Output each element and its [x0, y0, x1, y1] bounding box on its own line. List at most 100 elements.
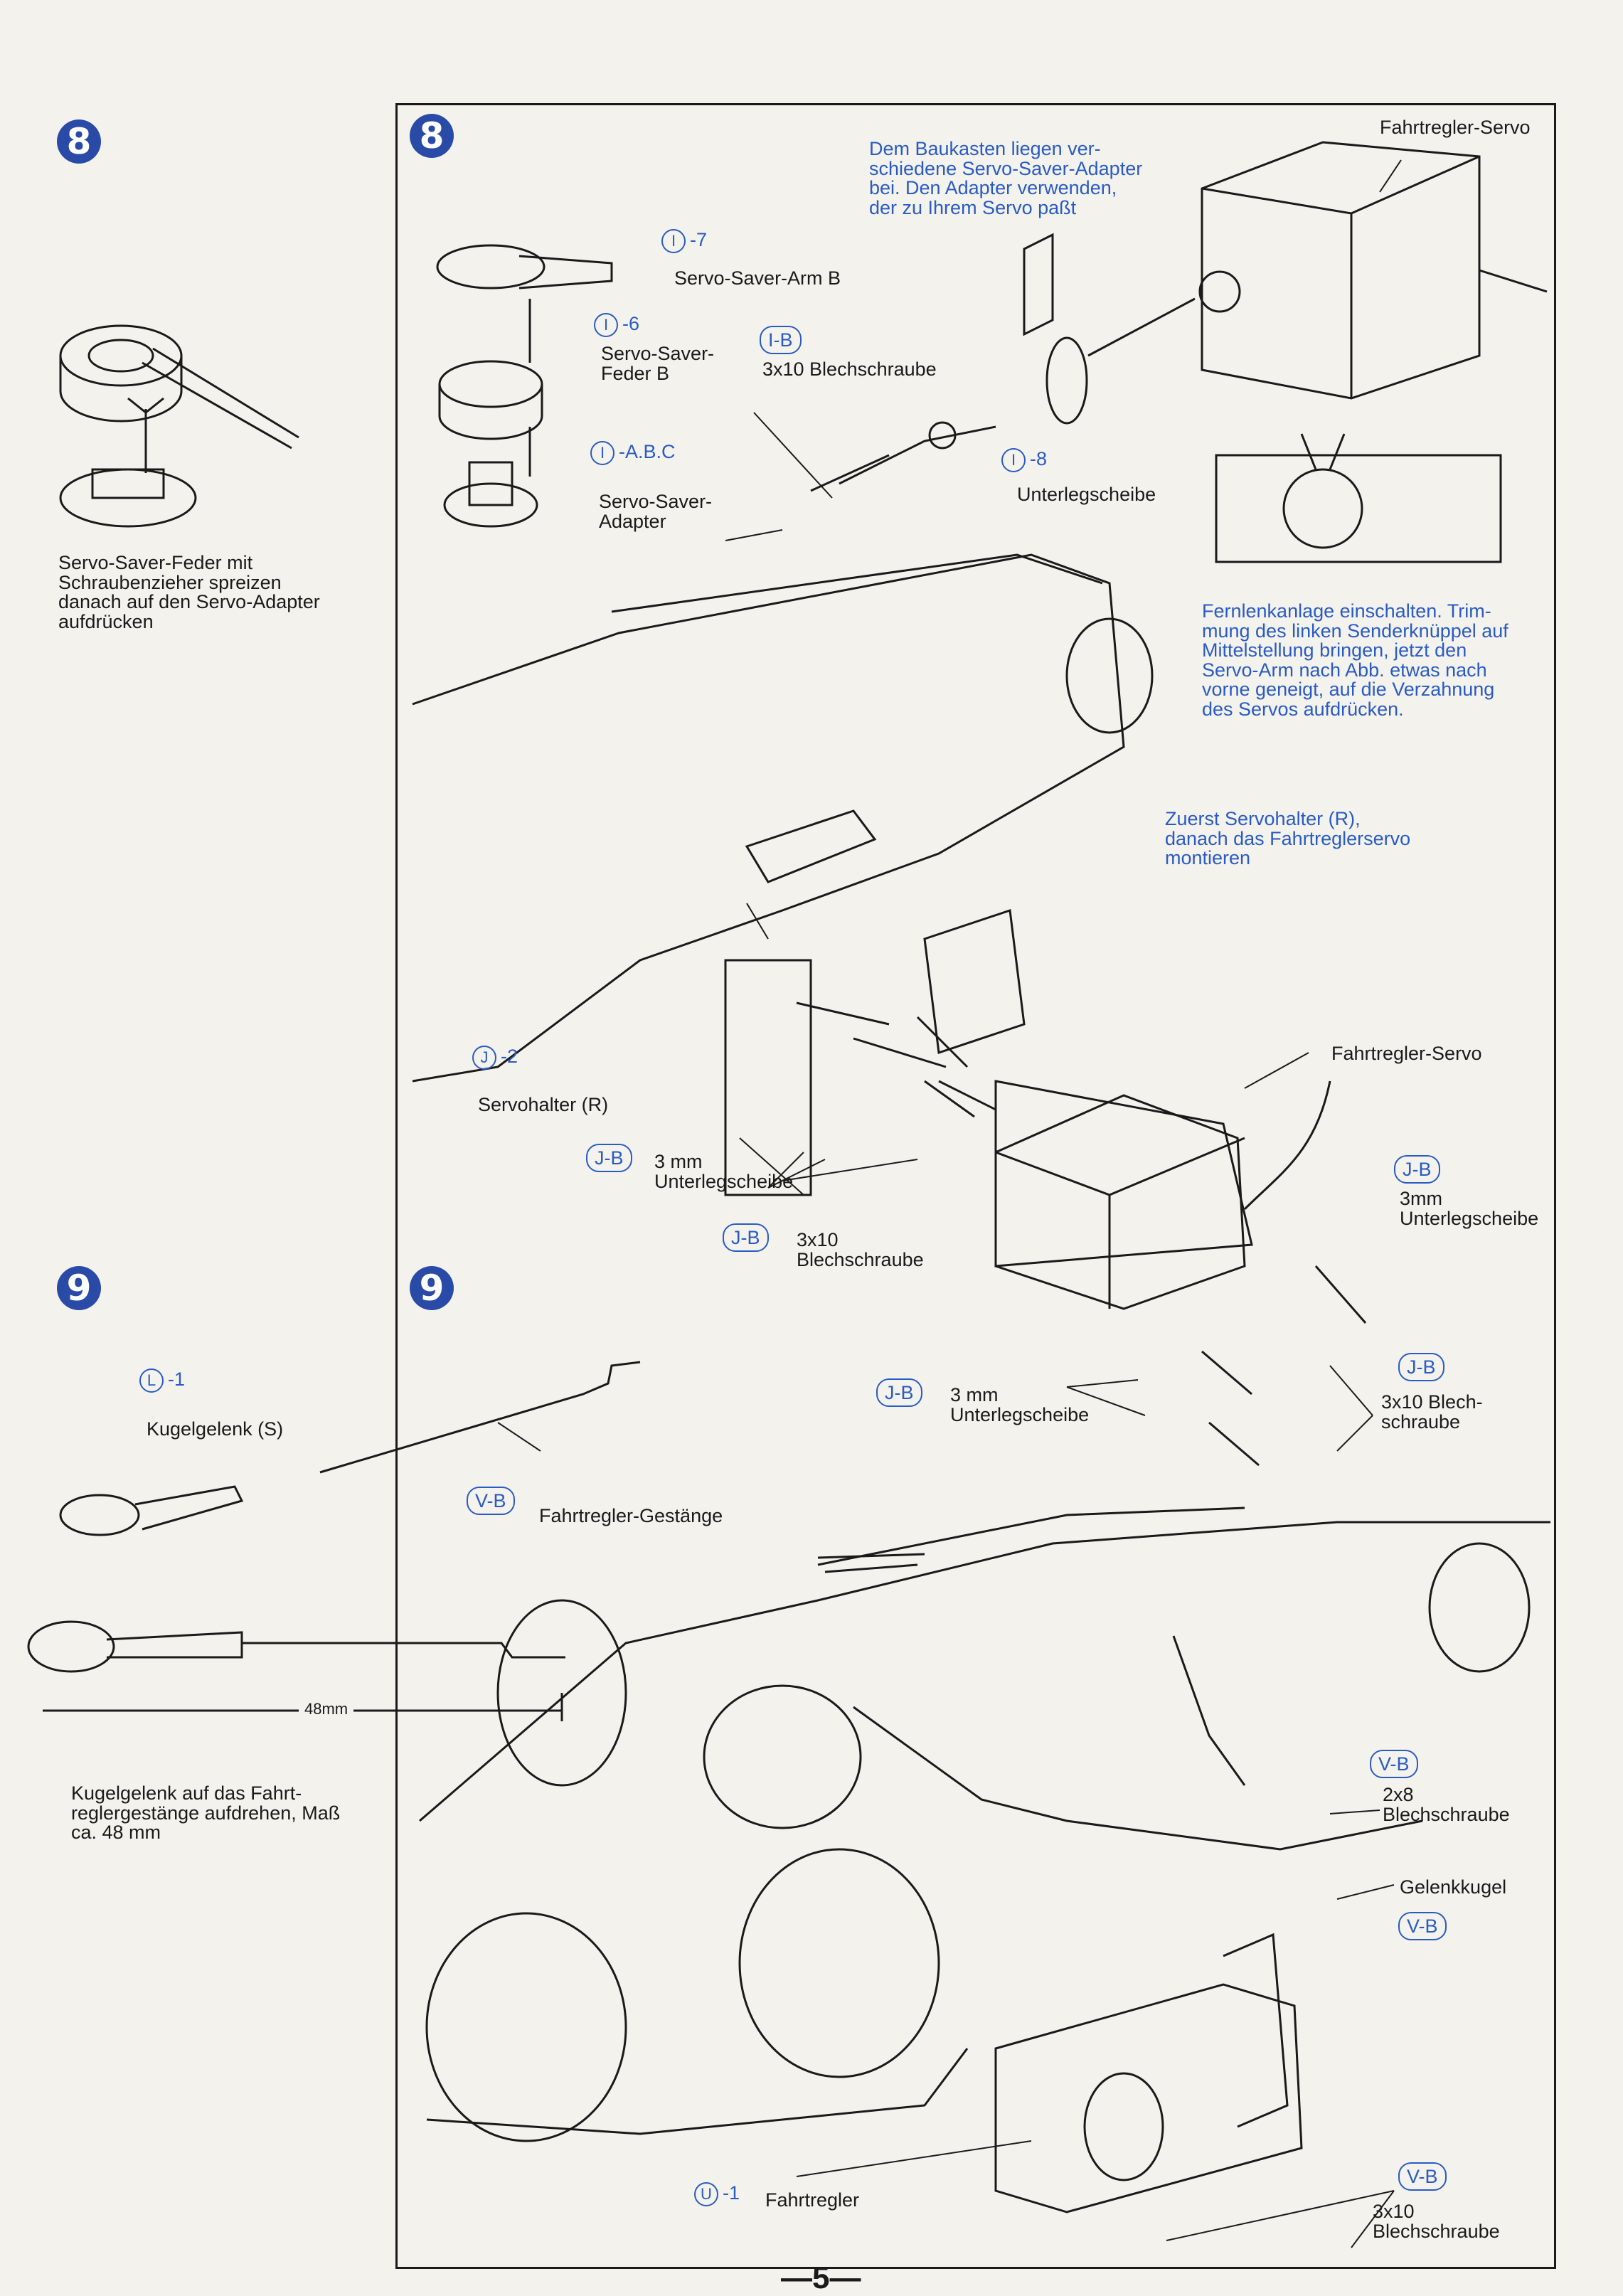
part-code-circle: I [1001, 448, 1026, 472]
chassis-step8 [412, 553, 1253, 1267]
part-num: -2 [501, 1046, 518, 1068]
label-line: Unterlegscheibe [654, 1170, 794, 1192]
note-line: der zu Ihrem Servo paßt [869, 196, 1077, 218]
code-vb1: V-B [1370, 1750, 1418, 1778]
note-line: Dem Baukasten liegen ver- [869, 138, 1101, 159]
part-code-circle: I [661, 229, 686, 253]
caption-line: Kugelgelenk auf das Fahrt- [71, 1782, 302, 1804]
label-jb5: 3x10 Blech- schraube [1381, 1391, 1483, 1433]
label-line: Feder B [601, 362, 670, 384]
label-line: Blechschraube [1383, 1803, 1510, 1825]
label-unterlegscheibe-i8: Unterlegscheibe [1017, 484, 1156, 505]
label-line: 2x8 [1383, 1784, 1414, 1805]
code-vb-linkage: V-B [467, 1487, 515, 1515]
code-jb1: J-B [586, 1144, 632, 1172]
caption-line: reglergestänge aufdrehen, Maß [71, 1802, 341, 1824]
caption-line: Servo-Saver-Feder mit [58, 552, 253, 573]
label-line: 3 mm [950, 1384, 999, 1405]
part-i7: I-7 [661, 229, 707, 253]
label-line: 3x10 [797, 1229, 839, 1250]
note-line: Mittelstellung bringen, jetzt den [1202, 639, 1467, 661]
code-vb2: V-B [1398, 1912, 1447, 1940]
note-line: montieren [1165, 847, 1251, 869]
note-line: schiedene Servo-Saver-Adapter [869, 157, 1143, 179]
servo-mid [994, 1080, 1331, 1310]
step9-badge-left: 9 [57, 1266, 101, 1310]
left8-caption: Servo-Saver-Feder mit Schraubenzieher sp… [58, 553, 320, 632]
code-vb3: V-B [1398, 2162, 1447, 2191]
step9-badge-main: 9 [410, 1266, 454, 1310]
spring-illustration [59, 324, 299, 528]
label-line: Blechschraube [1373, 2220, 1500, 2242]
step9-frame [395, 1369, 1556, 2269]
note-line: mung des linken Senderknüppel auf [1202, 620, 1508, 642]
part-num: -1 [723, 2182, 740, 2204]
note-line: des Servos aufdrücken. [1202, 698, 1404, 720]
caption-line: danach auf den Servo-Adapter [58, 591, 320, 613]
caption-line: ca. 48 mm [71, 1822, 161, 1844]
label-fahrtregler: Fahrtregler [765, 2189, 860, 2211]
label-line: 3x10 Blech- [1381, 1391, 1483, 1413]
label-fahrtregler-servo-mid: Fahrtregler-Servo [1331, 1043, 1482, 1064]
label-servo-saver-feder: Servo-Saver- Feder B [601, 344, 714, 383]
screws [810, 454, 1367, 1467]
label-line: Blechschraube [797, 1248, 924, 1270]
label-fahrtregler-gestaenge: Fahrtregler-Gestänge [539, 1505, 723, 1526]
label-jb1: 3 mm Unterlegscheibe [654, 1152, 793, 1191]
note-line: danach das Fahrtreglerservo [1165, 827, 1411, 849]
left9-caption: Kugelgelenk auf das Fahrt- reglergestäng… [71, 1782, 341, 1844]
label-jb4: 3 mm Unterlegscheibe [950, 1384, 1089, 1425]
part-l1: L-1 [139, 1368, 185, 1393]
part-u1: U-1 [694, 2182, 740, 2206]
part-num: -6 [622, 313, 640, 335]
label-vb3: 3x10 Blechschraube [1373, 2201, 1500, 2242]
note-line: Fernlenkanlage einschalten. Trim- [1202, 600, 1491, 622]
label-servohalter: Servohalter (R) [478, 1094, 609, 1115]
code-jb3: J-B [1394, 1155, 1440, 1184]
step8-badge-main: 8 [410, 114, 454, 158]
note-line: Servo-Arm nach Abb. etwas nach [1202, 659, 1487, 681]
part-j2: J-2 [472, 1046, 518, 1070]
measure-48mm: 48mm [299, 1701, 354, 1718]
part-num: -8 [1030, 448, 1048, 470]
label-line: schraube [1381, 1410, 1461, 1433]
label-jb3: 3mm Unterlegscheibe [1400, 1189, 1538, 1228]
part-num: -7 [690, 229, 708, 251]
servo-saver-detail [1215, 433, 1502, 563]
part-code-circle: I [590, 441, 614, 465]
caption-line: Schraubenzieher spreizen [58, 571, 282, 593]
label-line: Servo-Saver- [599, 491, 713, 512]
note-line: bei. Den Adapter verwenden, [869, 177, 1117, 199]
label-line: Unterlegscheibe [1400, 1207, 1539, 1229]
step8-left-edge [395, 103, 398, 1369]
label-line: 3x10 [1373, 2201, 1415, 2222]
label-line: 3 mm [654, 1151, 703, 1172]
part-code-circle: L [139, 1368, 164, 1393]
note-adapter: Dem Baukasten liegen ver- schiedene Serv… [869, 139, 1142, 218]
code-ib: I-B [760, 326, 802, 354]
linkage-illustration [27, 1361, 641, 1721]
servo-saver-parts [436, 244, 613, 528]
label-line: Adapter [599, 510, 666, 532]
note-line: vorne geneigt, auf die Verzahnung [1202, 679, 1495, 701]
part-i6: I-6 [594, 313, 639, 337]
label-servo-saver-arm: Servo-Saver-Arm B [674, 267, 841, 289]
label-gelenkkugel: Gelenkkugel [1400, 1876, 1507, 1898]
note-holder: Zuerst Servohalter (R), danach das Fahrt… [1165, 809, 1410, 868]
caption-line: aufdrücken [58, 610, 154, 632]
label-line: Servo-Saver- [601, 343, 715, 364]
chassis-step9 [419, 1506, 1550, 2213]
label-vb1: 2x8 Blechschraube [1383, 1785, 1510, 1824]
step8-badge-left: 8 [57, 119, 101, 164]
part-i8: I-8 [1001, 448, 1047, 472]
leader-lines [497, 159, 1402, 2248]
label-line: 3mm [1400, 1188, 1442, 1209]
label-servo-saver-adapter: Servo-Saver- Adapter [599, 491, 713, 532]
part-iabc: I-A.B.C [590, 441, 676, 465]
part-num: -1 [168, 1368, 186, 1391]
note-line: Zuerst Servohalter (R), [1165, 808, 1361, 829]
code-jb5: J-B [1398, 1353, 1444, 1381]
page-number: —5— [781, 2260, 861, 2295]
code-jb2: J-B [723, 1223, 769, 1252]
